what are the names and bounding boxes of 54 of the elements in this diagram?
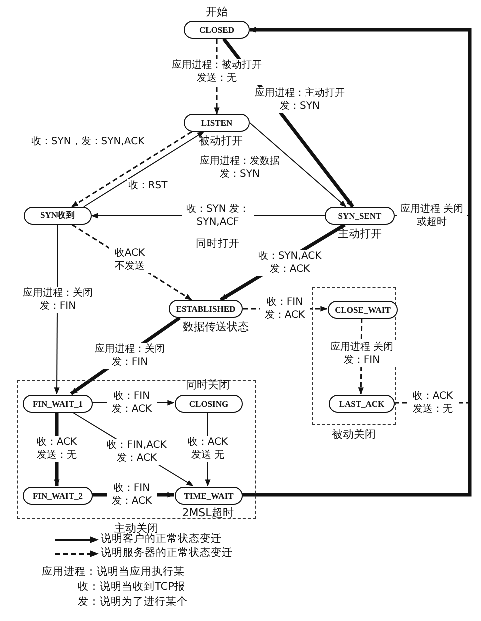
state-box (175, 487, 243, 505)
state-note: 开始 (206, 4, 228, 20)
state-name: LAST_ACK (339, 399, 385, 409)
state-name: SYN_SENT (338, 211, 382, 221)
state-note: 主动打开 (338, 226, 382, 242)
state-name: CLOSED (200, 25, 234, 35)
note-text: 同时打开 (196, 237, 240, 251)
edge-label: 收：SYN，发：SYN,ACK (30, 136, 146, 148)
edge-label: 收：ACK 发送：无 (407, 390, 459, 416)
state-box (328, 301, 398, 319)
arrow (250, 122, 347, 208)
state-box (23, 487, 93, 505)
edge-label: 收：FIN 发：ACK (107, 482, 157, 508)
state-box (329, 395, 395, 413)
state-name: FIN_WAIT_1 (32, 399, 84, 409)
edge-label: 应用进程：主动打开发：SYN (253, 87, 347, 113)
state-box (184, 21, 250, 39)
state-name: CLOSING (189, 399, 229, 409)
state-name: ESTABLISHED (176, 304, 236, 314)
edge-label: 收：SYN 发：SYN,ACF (182, 203, 254, 229)
edge-label: 应用进程：发数据发：SYN (198, 155, 282, 181)
legend-text: 说明服务器的正常状态变迁 (101, 546, 233, 560)
note-text: 收：说明当收到TCP报 (78, 580, 186, 594)
state-note: 2MSL超时 (182, 506, 234, 520)
state-box (325, 207, 395, 225)
edge-label: 收：RST (127, 180, 169, 192)
state-box (175, 395, 243, 413)
group-label: 被动关闭 (331, 427, 377, 442)
edge-label: 收ACK 不发送 (109, 247, 151, 273)
state-box (23, 395, 93, 413)
state-note: 数据传送状态 (183, 320, 249, 334)
note-text: 应用进程：说明当应用执行某 (42, 565, 185, 579)
state-name: TIME_WAIT (184, 491, 234, 501)
legend-text: 说明客户的正常状态变迁 (101, 533, 222, 546)
state-box (169, 300, 243, 318)
state-box (184, 114, 250, 132)
state-name: SYN收到 (40, 210, 76, 222)
state-name: LISTEN (201, 118, 233, 128)
group-label: 主动关闭 (114, 521, 158, 535)
edge-label: 应用进程：被动打开发送：无 (170, 59, 264, 85)
state-note: 被动打开 (199, 134, 243, 148)
note-text: 发：说明为了进行某个 (78, 595, 188, 609)
edge-label: 应用进程：关闭发：FIN (21, 287, 95, 313)
state-box (24, 207, 92, 225)
edge-label: 收：FIN 发：ACK (260, 296, 310, 322)
state-name: FIN_WAIT_2 (32, 491, 84, 501)
edge-label: 收：FIN 发：ACK (107, 390, 157, 416)
arrow (242, 27, 472, 497)
edge-label: 应用进程 关闭或超时 (397, 203, 467, 229)
edge-label: 应用进程：关闭发：FIN (93, 343, 167, 369)
arrow (84, 132, 205, 208)
arrow (71, 131, 192, 208)
state-note: 同时关闭 (186, 378, 230, 392)
state-name: CLOSE_WAIT (335, 305, 391, 315)
